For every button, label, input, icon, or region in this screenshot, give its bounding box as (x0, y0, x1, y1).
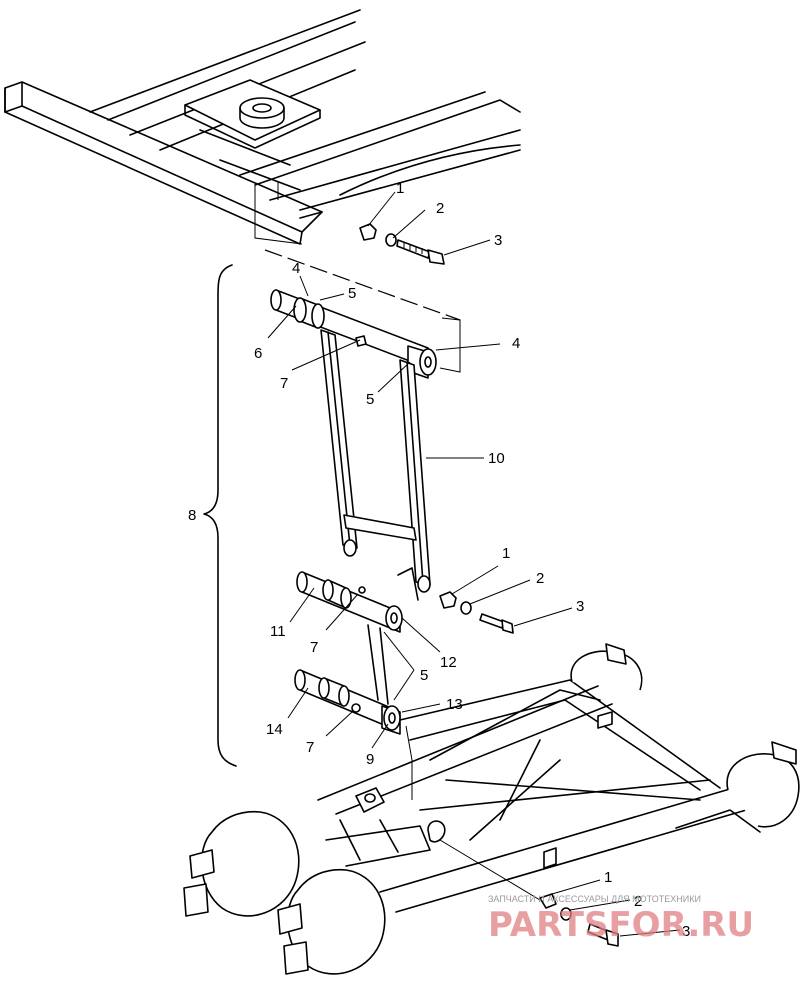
label-mid-3: 3 (576, 598, 584, 615)
watermark-logo: PARTSFOR.RU (488, 905, 754, 945)
top-fastener-group: 1 2 3 (359, 180, 502, 265)
label-bottom-2: 2 (634, 893, 642, 910)
label-upper-7: 7 (280, 375, 288, 392)
label-lower-12: 12 (440, 654, 457, 671)
label-lower-13: 13 (446, 696, 463, 713)
label-upper-4b: 4 (512, 335, 520, 352)
label-lower-14: 14 (266, 721, 283, 738)
label-lower-9: 9 (366, 751, 374, 768)
label-link-10: 10 (488, 450, 505, 467)
assembly-bracket-8: 8 (188, 264, 237, 767)
label-lower-7b: 7 (306, 739, 314, 756)
watermark-subtitle: ЗАПЧАСТИ И АКСЕССУАРЫ ДЛЯ МОТОТЕХНИКИ (488, 894, 701, 904)
label-lower-11: 11 (270, 623, 286, 640)
label-lower-5: 5 (420, 667, 428, 684)
chassis-frame (4, 9, 521, 245)
label-upper-5b: 5 (366, 391, 374, 408)
label-upper-6: 6 (254, 345, 262, 362)
label-upper-4a: 4 (292, 260, 300, 277)
rear-suspension-frame (183, 643, 800, 975)
label-top-3: 3 (494, 232, 502, 249)
label-upper-5a: 5 (348, 285, 356, 302)
lower-pivot-group: 11 7 12 5 13 14 7 9 (266, 571, 463, 800)
label-group-8: 8 (188, 507, 196, 524)
label-lower-7a: 7 (310, 639, 318, 656)
alignment-line (264, 249, 461, 321)
label-bottom-1: 1 (604, 869, 612, 886)
label-top-1: 1 (396, 180, 404, 197)
label-bottom-3: 3 (682, 923, 690, 940)
label-top-2: 2 (436, 200, 444, 217)
label-mid-2: 2 (536, 570, 544, 587)
bottom-fastener-group: 1 2 3 (439, 839, 690, 947)
torque-arm-link: 4 5 6 7 4 5 10 (254, 260, 520, 601)
mid-fastener-group: 1 2 3 (439, 545, 584, 634)
label-mid-1: 1 (502, 545, 510, 562)
watermark: ЗАПЧАСТИ И АКСЕССУАРЫ ДЛЯ МОТОТЕХНИКИ PA… (488, 894, 754, 945)
